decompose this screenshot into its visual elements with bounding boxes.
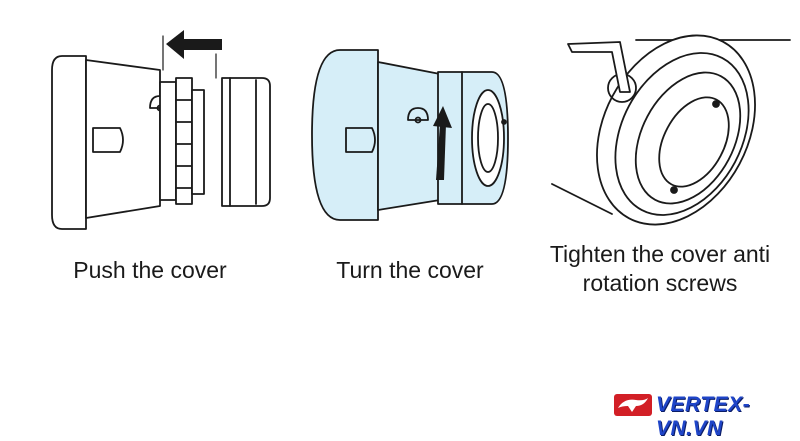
push-arrow-icon [166,30,222,59]
step3-illustration [551,34,791,226]
step3-cover-ring [596,34,756,226]
step1-flange [51,55,87,230]
rotate-arrow-icon [433,106,452,180]
step1-caption: Push the cover [73,257,227,283]
step3-lens [658,96,730,188]
step1-illustration [51,35,271,230]
step2-caption: Turn the cover [336,257,484,283]
brand-logo: VERTEX-VN.VN [612,392,794,440]
diagram-canvas [51,30,791,230]
eagle-logo-icon [614,394,652,416]
step1-cover [221,77,271,207]
allen-key-icon [567,41,631,93]
step2-pin [345,127,376,153]
step2-illustration [311,49,509,221]
step1-thread-ring [159,81,177,201]
brand-logo-text: VERTEX-VN.VN [656,393,751,440]
step3-screw-hole [712,100,720,108]
step3-caption: Tighten the cover anti rotation screws [549,241,771,296]
step1-pin [92,127,124,153]
step2-flange [311,49,379,221]
step2-body [377,61,441,211]
